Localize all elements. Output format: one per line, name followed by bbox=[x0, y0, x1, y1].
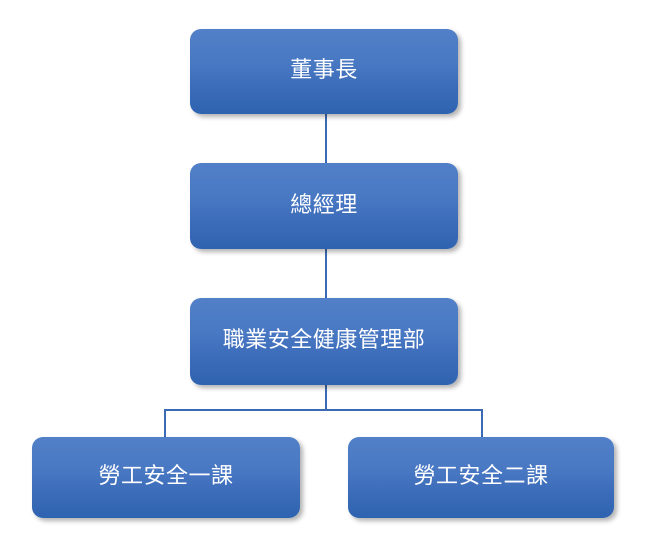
connector-general-manager-to-department bbox=[325, 249, 327, 298]
org-node-unit-1[interactable]: 勞工安全一課 bbox=[32, 437, 300, 518]
org-node-chairman-label: 董事長 bbox=[290, 58, 358, 84]
connector-bus-to-unit-1 bbox=[164, 409, 166, 438]
org-node-general-manager-label: 總經理 bbox=[290, 192, 358, 218]
connector-bus-to-unit-2 bbox=[481, 409, 483, 438]
org-node-unit-2-label: 勞工安全二課 bbox=[413, 464, 549, 490]
org-node-department[interactable]: 職業安全健康管理部 bbox=[190, 298, 458, 385]
connector-department-horizontal-bus bbox=[164, 409, 483, 411]
org-node-chairman[interactable]: 董事長 bbox=[190, 29, 458, 114]
org-node-unit-1-label: 勞工安全一課 bbox=[98, 464, 234, 490]
org-node-department-label: 職業安全健康管理部 bbox=[222, 328, 426, 354]
connector-chairman-to-general-manager bbox=[325, 114, 327, 163]
org-node-unit-2[interactable]: 勞工安全二課 bbox=[348, 437, 614, 518]
org-node-general-manager[interactable]: 總經理 bbox=[190, 163, 458, 249]
connector-department-stem bbox=[325, 385, 327, 411]
